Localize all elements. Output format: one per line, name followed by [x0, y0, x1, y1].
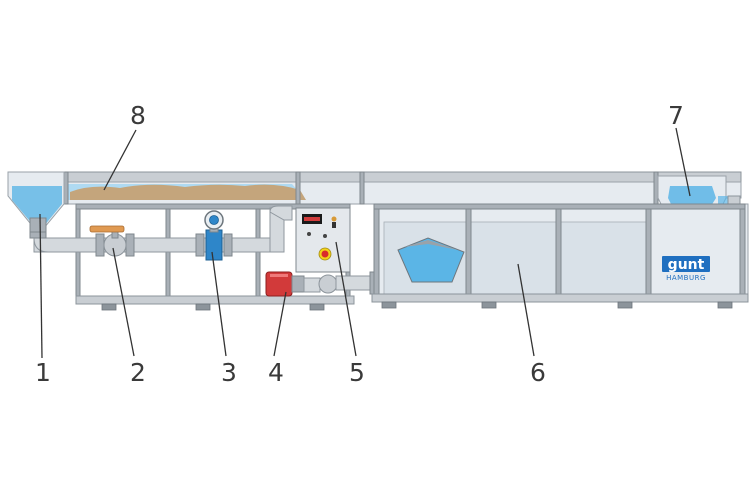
frame-foot	[617, 301, 633, 309]
callout-7: 7	[668, 101, 684, 130]
frame-foot	[195, 303, 211, 311]
pipe-flange	[195, 233, 205, 257]
callout-4: 4	[268, 358, 284, 387]
control-cabinet	[295, 207, 351, 273]
frame-foot	[101, 303, 117, 311]
inlet-hopper	[7, 171, 65, 233]
flowmeter-body	[205, 229, 223, 261]
logo-sub: HAMBURG	[666, 274, 706, 282]
channel	[7, 171, 742, 205]
leader-2	[112, 247, 135, 357]
frame-foot	[381, 301, 397, 309]
callout-5: 5	[349, 358, 365, 387]
channel-post	[63, 171, 69, 205]
right-base-rail	[371, 293, 749, 303]
indicator-lamp	[331, 216, 337, 222]
logo-brand: gunt	[668, 257, 705, 273]
valve-handle	[89, 225, 125, 233]
settling-basket	[397, 237, 465, 283]
leader-lines	[39, 127, 691, 359]
gunt-logo: gunt HAMBURG	[662, 256, 710, 282]
leader-5	[335, 241, 357, 357]
callout-6: 6	[530, 358, 546, 387]
channel-post	[359, 171, 365, 205]
inlet-hopper-water	[12, 186, 62, 226]
pump-assembly	[265, 271, 387, 297]
sediment-bed	[70, 184, 306, 200]
leader-4	[273, 291, 287, 357]
callout-3: 3	[221, 358, 237, 387]
inlet-coupling	[29, 217, 47, 233]
flowmeter	[204, 210, 224, 261]
channel-post	[653, 171, 659, 205]
reservoir-tank	[371, 203, 749, 309]
frame-foot	[481, 301, 497, 309]
pump-housing	[318, 274, 338, 294]
leader-3	[211, 251, 227, 357]
pipeline	[29, 205, 293, 257]
callout-labels: 1 2 3 4 5 6 7 8	[35, 101, 684, 387]
frame-foot	[309, 303, 325, 311]
channel-post	[295, 171, 301, 205]
main-pipe	[33, 237, 283, 253]
left-base-rail	[75, 295, 355, 305]
pipe-flange	[125, 233, 135, 257]
frame-foot	[717, 301, 733, 309]
callout-2: 2	[130, 358, 146, 387]
pipe-flange	[95, 233, 105, 257]
callout-8: 8	[130, 101, 146, 130]
ball-valve	[89, 225, 127, 257]
leader-8	[103, 129, 137, 191]
callout-1: 1	[35, 358, 51, 387]
channel-top-rail	[7, 171, 742, 183]
leader-1	[39, 213, 43, 359]
leader-6	[517, 263, 535, 357]
leader-7	[675, 127, 691, 197]
pipe-flange	[223, 233, 233, 257]
